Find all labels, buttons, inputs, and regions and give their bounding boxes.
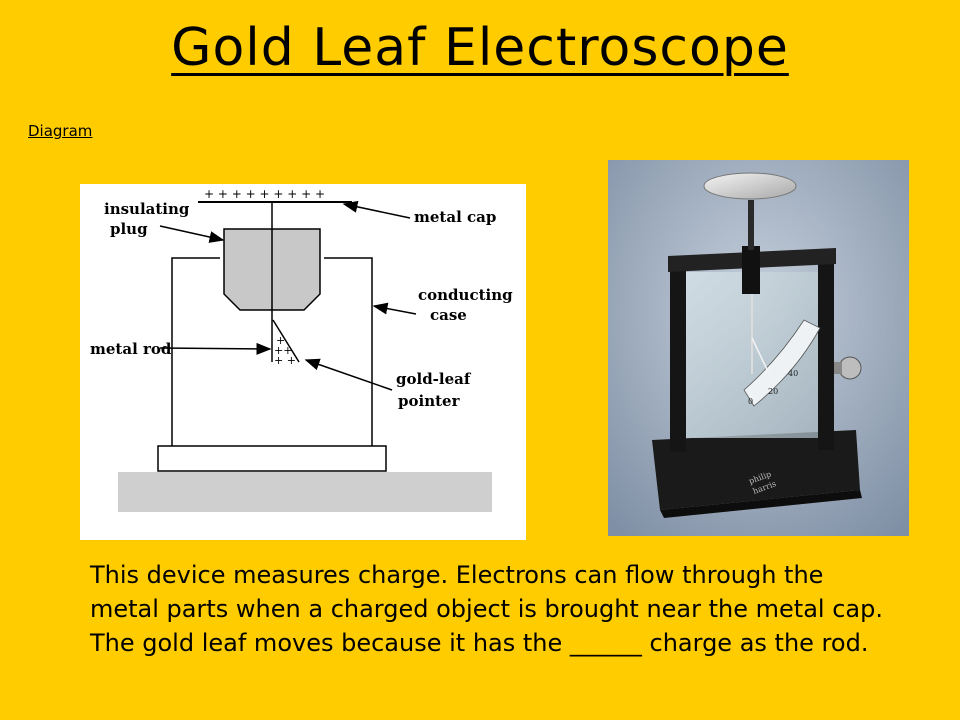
slide-title: Gold Leaf Electroscope: [171, 18, 789, 78]
leaf-charge-3: + +: [274, 354, 296, 367]
photo-frame-left: [670, 262, 686, 452]
scale-label-0: 0: [748, 397, 753, 406]
photo-insulator: [742, 246, 760, 294]
arrow-leaf: [304, 358, 393, 391]
arrow-cap: [342, 200, 411, 219]
photo-frame-right: [818, 254, 834, 450]
label-metal-cap: metal cap: [414, 208, 496, 226]
label-conducting: conducting: [418, 286, 513, 304]
electroscope-diagram: + + + + + + + + + + ++ + + insulating pl…: [80, 184, 526, 540]
ground-block: [118, 472, 492, 512]
arrow-plug: [159, 225, 225, 243]
photo-knob: [838, 356, 862, 380]
base-block: [157, 445, 387, 472]
leaf-charge-2: ++: [274, 344, 292, 357]
label-pointer: pointer: [398, 392, 461, 410]
leaf-charge-1: +: [276, 334, 285, 347]
arrow-rod: [159, 342, 272, 355]
photo-base: [652, 430, 860, 510]
photo-leaf: [751, 337, 773, 381]
scale-label-20: 20: [768, 387, 778, 396]
label-gold-leaf: gold-leaf: [396, 370, 472, 388]
body-paragraph: This device measures charge. Electrons c…: [90, 561, 883, 657]
electroscope-photo: 0 20 40 philip harris: [608, 160, 909, 536]
label-plug: plug: [110, 220, 148, 238]
label-case: case: [430, 306, 467, 324]
photo-stem: [748, 200, 754, 250]
label-metal-rod: metal rod: [90, 340, 172, 358]
cap-charges: + + + + + + + + +: [204, 187, 325, 201]
arrow-case: [372, 302, 417, 315]
photo-cap-disc: [703, 172, 797, 200]
diagram-subtitle: Diagram: [28, 122, 93, 140]
label-insulating: insulating: [104, 200, 190, 218]
gold-leaf-line: [272, 319, 300, 363]
scale-label-40: 40: [788, 369, 798, 378]
